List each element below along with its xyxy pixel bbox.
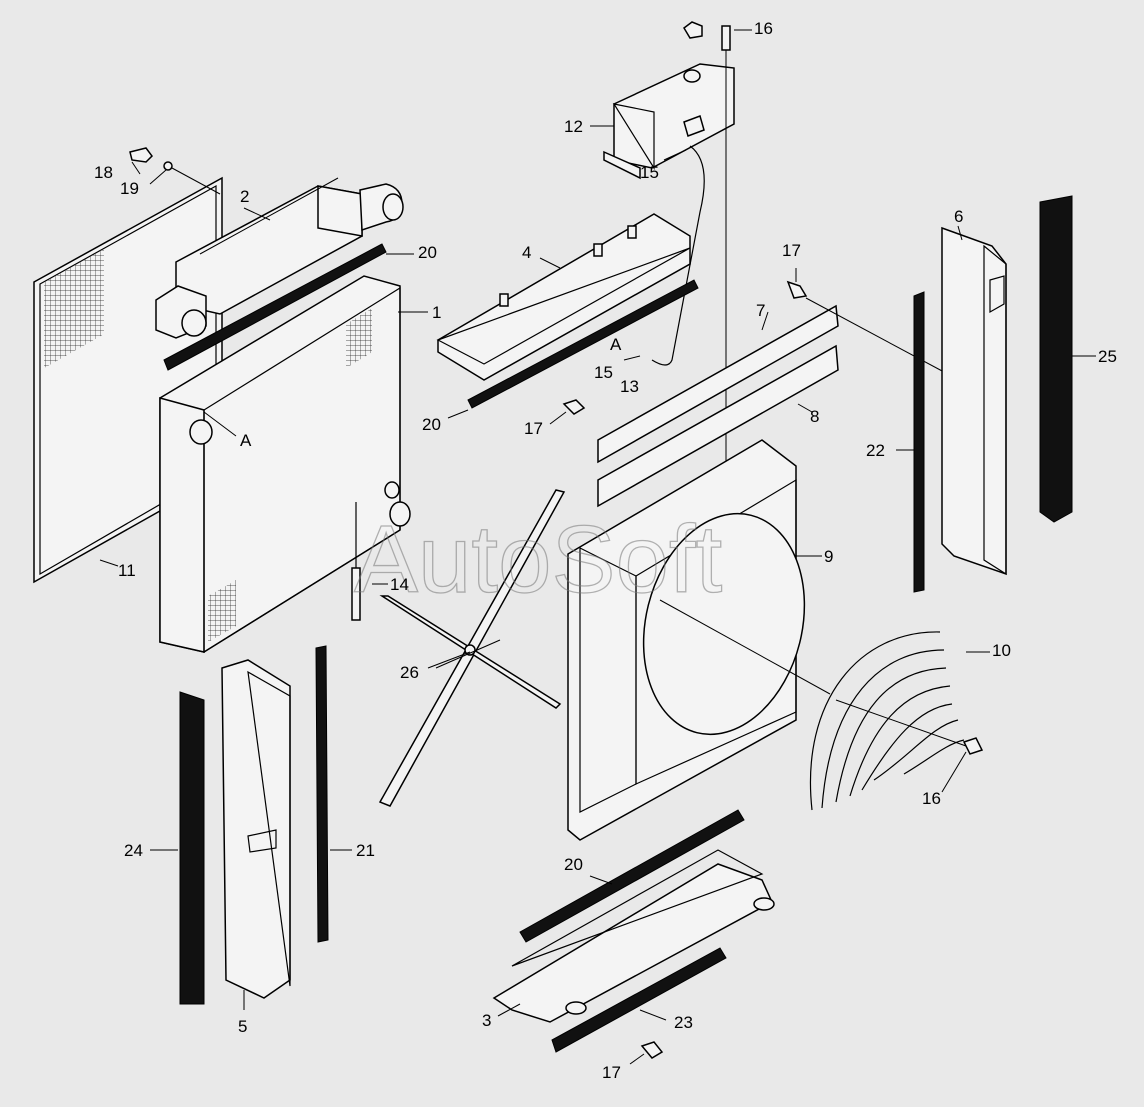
part-17-bolt-right (786, 280, 808, 299)
callout-24: 24 (124, 841, 143, 860)
part-9-fan-shroud (567, 439, 831, 841)
part-26-stays (378, 489, 566, 807)
part-17-bolt-middle (562, 399, 586, 415)
part-14-rod (351, 502, 361, 621)
callout-23: 23 (674, 1013, 693, 1032)
part-16-bolt-lower (962, 737, 984, 755)
callout-17-middle: 17 (524, 419, 543, 438)
callout-9: 9 (824, 547, 833, 566)
callout-16-lower: 16 (922, 789, 941, 808)
callout-A-radiator: A (240, 431, 252, 450)
part-25-seal (1039, 195, 1073, 523)
callout-19: 19 (120, 179, 139, 198)
callout-20-lower: 20 (564, 855, 583, 874)
callout-22: 22 (866, 441, 885, 460)
callout-12: 12 (564, 117, 583, 136)
callout-15-upper: 15 (640, 163, 659, 182)
part-13-hose (651, 145, 705, 366)
callout-labels: 1 2 3 4 5 6 7 8 9 10 11 12 13 14 15 15 1… (94, 19, 1117, 1082)
leader-lines (99, 29, 1096, 1065)
callout-16-upper: 16 (754, 19, 773, 38)
callout-8: 8 (810, 407, 819, 426)
part-21-seal (315, 645, 329, 943)
part-1-radiator (159, 275, 411, 654)
part-3-lower-bracket (492, 849, 775, 1023)
callout-5: 5 (238, 1017, 247, 1036)
part-10-fan-guard (810, 631, 967, 811)
callout-21: 21 (356, 841, 375, 860)
watermark: AutoSoft (354, 506, 722, 613)
callout-13: 13 (620, 377, 639, 396)
part-20-seal-strip-lower (519, 809, 745, 943)
callout-2: 2 (240, 187, 249, 206)
callout-18: 18 (94, 163, 113, 182)
part-17-bolt-bottom (640, 1041, 664, 1059)
callout-15-middle: 15 (594, 363, 613, 382)
part-8-plate (597, 344, 839, 508)
callout-7: 7 (756, 301, 765, 320)
callout-10: 10 (992, 641, 1011, 660)
callout-20-middle: 20 (422, 415, 441, 434)
part-20-seal-strip-upper (163, 243, 387, 371)
callout-17-bottom: 17 (602, 1063, 621, 1082)
callout-3: 3 (482, 1011, 491, 1030)
part-18-19-bolt-washer (129, 147, 221, 195)
callout-4: 4 (522, 243, 531, 262)
part-24-seal (179, 691, 205, 1005)
callout-1: 1 (432, 303, 441, 322)
callout-26: 26 (400, 663, 419, 682)
part-12-expansion-tank (603, 63, 735, 180)
part-23-seal (551, 947, 727, 1053)
part-2-charge-air-cooler (155, 177, 404, 339)
callout-6: 6 (954, 207, 963, 226)
part-22-seal (913, 291, 925, 593)
callout-17-right: 17 (782, 241, 801, 260)
callout-25: 25 (1098, 347, 1117, 366)
callout-A-hose: A (610, 335, 622, 354)
part-5-side-bracket (221, 659, 291, 999)
callout-20-upper: 20 (418, 243, 437, 262)
callout-14: 14 (390, 575, 409, 594)
part-6-side-bracket (941, 226, 1007, 576)
part-7-plate (597, 297, 945, 464)
part-4-upper-bracket (436, 213, 691, 381)
part-20-seal-strip-middle (467, 279, 699, 409)
callout-11: 11 (118, 561, 136, 580)
